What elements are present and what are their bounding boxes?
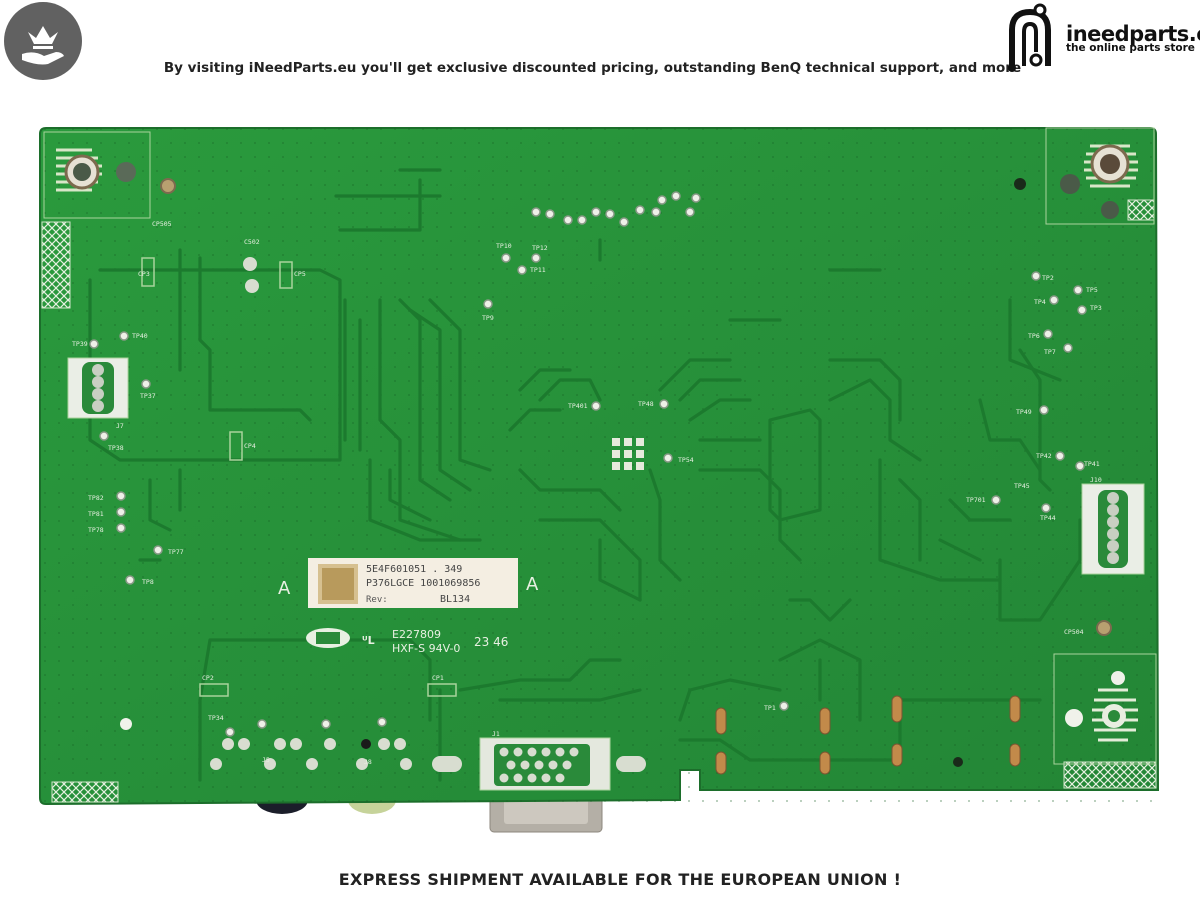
- svg-text:CP4: CP4: [244, 442, 256, 450]
- svg-text:CP504: CP504: [1064, 628, 1084, 636]
- svg-text:TP41: TP41: [1084, 460, 1100, 468]
- date-code: 23 46: [474, 635, 508, 649]
- svg-text:TP77: TP77: [168, 548, 184, 556]
- circuit-n-icon: [1008, 3, 1051, 72]
- mount-hole-top-left: [56, 148, 136, 192]
- svg-text:CP1: CP1: [432, 674, 444, 682]
- svg-text:TP81: TP81: [88, 510, 104, 518]
- sticker-line-1: 5E4F601051 . 349: [366, 564, 462, 575]
- connector-j7: [67, 357, 129, 419]
- svg-text:CP505: CP505: [152, 220, 172, 228]
- svg-text:TP42: TP42: [1036, 452, 1052, 460]
- sticker-line-2: P376LGCE 1001069856: [366, 578, 480, 589]
- product-sticker: 5E4F601051 . 349 P376LGCE 1001069856 Rev…: [308, 558, 518, 608]
- svg-text:TP701: TP701: [966, 496, 986, 504]
- bga-pads: [612, 438, 644, 470]
- svg-text:J1: J1: [492, 730, 500, 738]
- connector-j10: [1081, 483, 1145, 575]
- svg-text:J10: J10: [1090, 476, 1102, 484]
- copper-slots: [715, 695, 1021, 775]
- svg-text:CP2: CP2: [202, 674, 214, 682]
- vga-connector-pads: [432, 737, 646, 791]
- pcb-board-photo: TP40 TP39 TP37 TP38 TP82 TP81 TP78 TP77 …: [39, 127, 1160, 833]
- audio-jack-pads: [210, 738, 412, 770]
- svg-text:TP38: TP38: [108, 444, 124, 452]
- brand-subtitle: the online parts store: [1066, 42, 1195, 54]
- svg-text:TP48: TP48: [638, 400, 654, 408]
- sticker-line-4: BL134: [440, 594, 470, 605]
- tp-label: TP40: [132, 332, 148, 340]
- svg-text:C502: C502: [244, 238, 260, 246]
- svg-text:TP7: TP7: [1044, 348, 1056, 356]
- hatch-area-left: [41, 221, 71, 309]
- svg-text:J7: J7: [116, 422, 124, 430]
- mount-hole-bottom-right: [1065, 671, 1138, 742]
- svg-text:TP37: TP37: [140, 392, 156, 400]
- svg-text:TP82: TP82: [88, 494, 104, 502]
- svg-text:TP9: TP9: [482, 314, 494, 322]
- side-mark-right: A: [526, 574, 539, 595]
- silkscreen-labels: TP40 TP39 TP37 TP38 TP82 TP81 TP78 TP77 …: [72, 220, 1102, 766]
- svg-text:TP401: TP401: [568, 402, 588, 410]
- svg-text:TP54: TP54: [678, 456, 694, 464]
- svg-text:TP10: TP10: [496, 242, 512, 250]
- crown-hand-icon: [22, 26, 64, 65]
- certification-marks: ᵁL E227809 HXF-S 94V-0 23 46: [306, 628, 508, 655]
- svg-text:TP34: TP34: [208, 714, 224, 722]
- brand-name: ineedparts.eu: [1066, 22, 1200, 46]
- crown-hand-badge: [4, 2, 82, 80]
- mount-hole-top-right: [1060, 144, 1138, 219]
- shipping-banner: EXPRESS SHIPMENT AVAILABLE FOR THE EUROP…: [338, 870, 902, 889]
- svg-text:TP3: TP3: [1090, 304, 1102, 312]
- test-point-pads: [89, 191, 1087, 737]
- svg-text:TP4: TP4: [1034, 298, 1046, 306]
- sticker-line-3: Rev:: [366, 595, 388, 605]
- svg-text:TP2: TP2: [1042, 274, 1054, 282]
- svg-text:J8: J8: [364, 758, 372, 766]
- svg-text:TP6: TP6: [1028, 332, 1040, 340]
- svg-text:TP5: TP5: [1086, 286, 1098, 294]
- svg-text:TP39: TP39: [72, 340, 88, 348]
- side-mark-left: A: [278, 578, 291, 599]
- svg-text:J5: J5: [262, 756, 270, 764]
- svg-text:CP3: CP3: [138, 270, 150, 278]
- cert-line-1: E227809: [392, 628, 441, 641]
- brand-logo[interactable]: ineedparts.eu the online parts store: [1000, 2, 1200, 76]
- svg-text:TP44: TP44: [1040, 514, 1056, 522]
- header-tagline: By visiting iNeedParts.eu you'll get exc…: [163, 60, 1022, 76]
- svg-text:TP12: TP12: [532, 244, 548, 252]
- svg-text:CP5: CP5: [294, 270, 306, 278]
- svg-text:TP45: TP45: [1014, 482, 1030, 490]
- svg-text:TP78: TP78: [88, 526, 104, 534]
- svg-text:TP11: TP11: [530, 266, 546, 274]
- svg-text:TP1: TP1: [764, 704, 776, 712]
- svg-text:TP49: TP49: [1016, 408, 1032, 416]
- cert-line-2: HXF-S 94V-0: [392, 642, 460, 655]
- ul-mark: ᵁL: [362, 634, 375, 647]
- svg-text:TP8: TP8: [142, 578, 154, 586]
